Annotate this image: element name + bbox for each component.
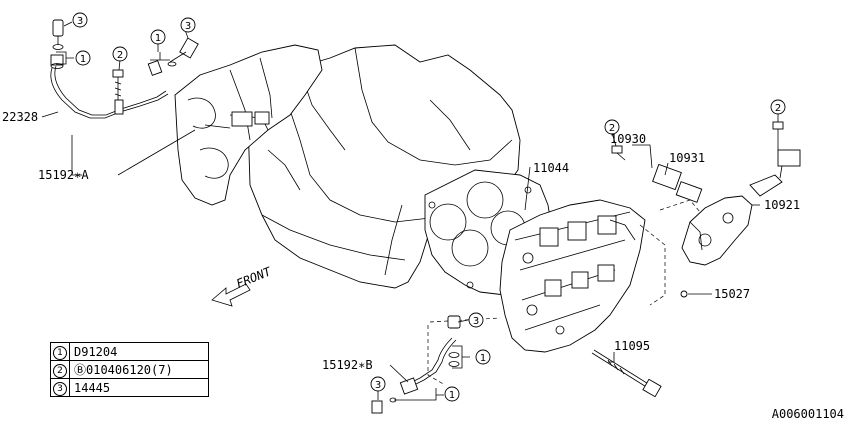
intake-manifold-illustration [174,44,323,206]
svg-text:2: 2 [775,103,781,114]
assembly-guide [427,325,446,386]
svg-text:2: 2 [117,50,123,61]
callout-2-upper-left: 2 [112,46,128,62]
part-label-15192b: 15192∗B [322,358,373,372]
callout-2-right: 2 [770,99,786,115]
legend-row: 3 14445 [50,378,209,397]
callout-1-lower: 1 [444,386,460,402]
cylinder-head-illustration [499,199,646,353]
legend-row: 2 Ⓑ010406120(7) [50,360,209,379]
part-label-22328: 22328 [2,110,38,124]
part-label-11095: 11095 [614,339,650,353]
front-direction-indicator: FRONT [211,264,274,307]
svg-text:3: 3 [375,380,381,391]
oil-control-solenoid-assembly [652,149,801,266]
bolt-illustration [112,69,124,100]
callout-1-upper-mid: 1 [150,29,166,45]
svg-text:1: 1 [80,54,86,65]
part-label-15192a: 15192∗A [38,168,89,182]
head-bolt-illustration [591,349,662,398]
callout-3-upper-left: 3 [72,12,88,28]
legend-value: 14445 [69,378,209,397]
callout-1-upper-left: 1 [75,50,91,66]
assembly-guide [659,199,701,213]
part-label-10930: 10930 [610,132,646,146]
assembly-guide [639,224,666,306]
part-label-15027: 15027 [714,287,750,301]
legend-key: 1 [53,345,67,360]
legend-key: 3 [53,381,67,396]
svg-text:1: 1 [480,353,486,364]
svg-text:2: 2 [609,123,615,134]
diagram-id: A006001104 [771,407,844,421]
front-label: FRONT [234,264,273,291]
oil-pipe-b-illustration [371,315,461,414]
legend-table: 1 D91204 2 Ⓑ010406120(7) 3 14445 [50,342,209,397]
legend-value: D91204 [69,342,209,361]
svg-text:3: 3 [185,21,191,32]
plug-illustration [680,290,688,298]
legend-key: 2 [53,363,67,378]
part-label-11044: 11044 [533,161,569,175]
svg-text:3: 3 [473,316,479,327]
callout-1-lower-mid: 1 [475,349,491,365]
svg-text:1: 1 [449,390,455,401]
callout-2-right-mid: 2 [604,119,620,135]
part-label-10921: 10921 [764,198,800,212]
svg-text:1: 1 [155,33,161,44]
assembly-guide [429,317,501,323]
callout-3-lower-left: 3 [370,376,386,392]
svg-text:3: 3 [77,16,83,27]
legend-row: 1 D91204 [50,342,209,361]
callout-3-upper-mid: 3 [180,17,196,33]
oil-pipe-a-illustration [50,19,199,119]
callout-3-lower-mid: 3 [468,312,484,328]
legend-value: Ⓑ010406120(7) [69,360,209,379]
part-label-10931: 10931 [669,151,705,165]
